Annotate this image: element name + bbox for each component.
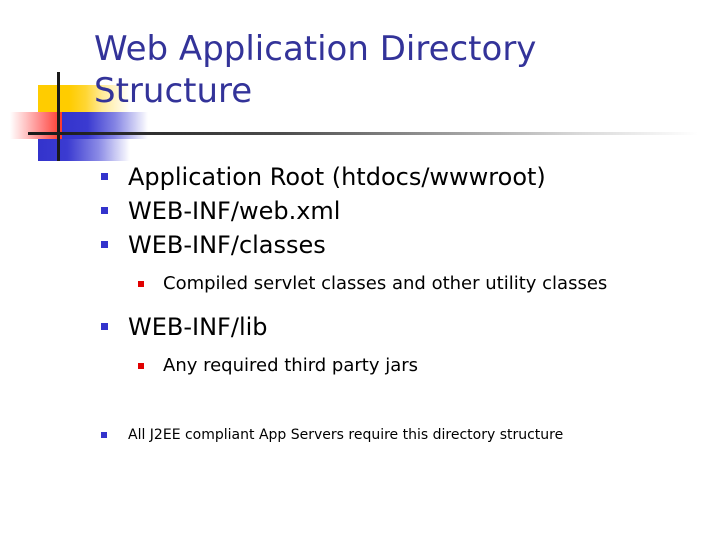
bullet-square-icon [138,281,144,287]
bullet-text: Application Root (htdocs/wwwroot) [128,163,546,191]
slide-title: Web Application Directory Structure [94,28,694,112]
bullet-item-third-party-jars: Any required third party jars [0,350,720,382]
bullet-item-j2ee-note: All J2EE compliant App Servers require t… [0,422,720,448]
bullet-square-icon [101,173,108,180]
bullet-item-application-root: Application Root (htdocs/wwwroot) [0,160,720,194]
slide-title-line-2: Structure [94,71,253,111]
bullet-item-web-xml: WEB-INF/web.xml [0,194,720,228]
bullet-square-icon [138,363,144,369]
bullet-item-compiled-servlet-classes: Compiled servlet classes and other utili… [0,268,720,300]
bullet-square-icon [101,323,108,330]
bullet-text: All J2EE compliant App Servers require t… [128,427,564,443]
slide-body-content: Application Root (htdocs/wwwroot) WEB-IN… [0,160,720,448]
spacer [0,300,720,310]
bullet-square-icon [101,207,108,214]
bullet-text: Compiled servlet classes and other utili… [163,273,608,294]
blue-block-lower-decoration [38,139,130,161]
spacer [0,382,720,422]
horizontal-rule-divider [28,132,698,135]
bullet-square-icon [101,241,108,248]
bullet-text: WEB-INF/lib [128,313,268,341]
slide-title-line-1: Web Application Directory [94,29,537,69]
bullet-text: WEB-INF/classes [128,231,326,259]
bullet-item-web-inf-classes: WEB-INF/classes [0,228,720,262]
bullet-text: WEB-INF/web.xml [128,197,341,225]
bullet-square-icon [101,432,107,438]
bullet-item-web-inf-lib: WEB-INF/lib [0,310,720,344]
vertical-rule-decoration [57,72,60,161]
bullet-text: Any required third party jars [163,355,419,376]
